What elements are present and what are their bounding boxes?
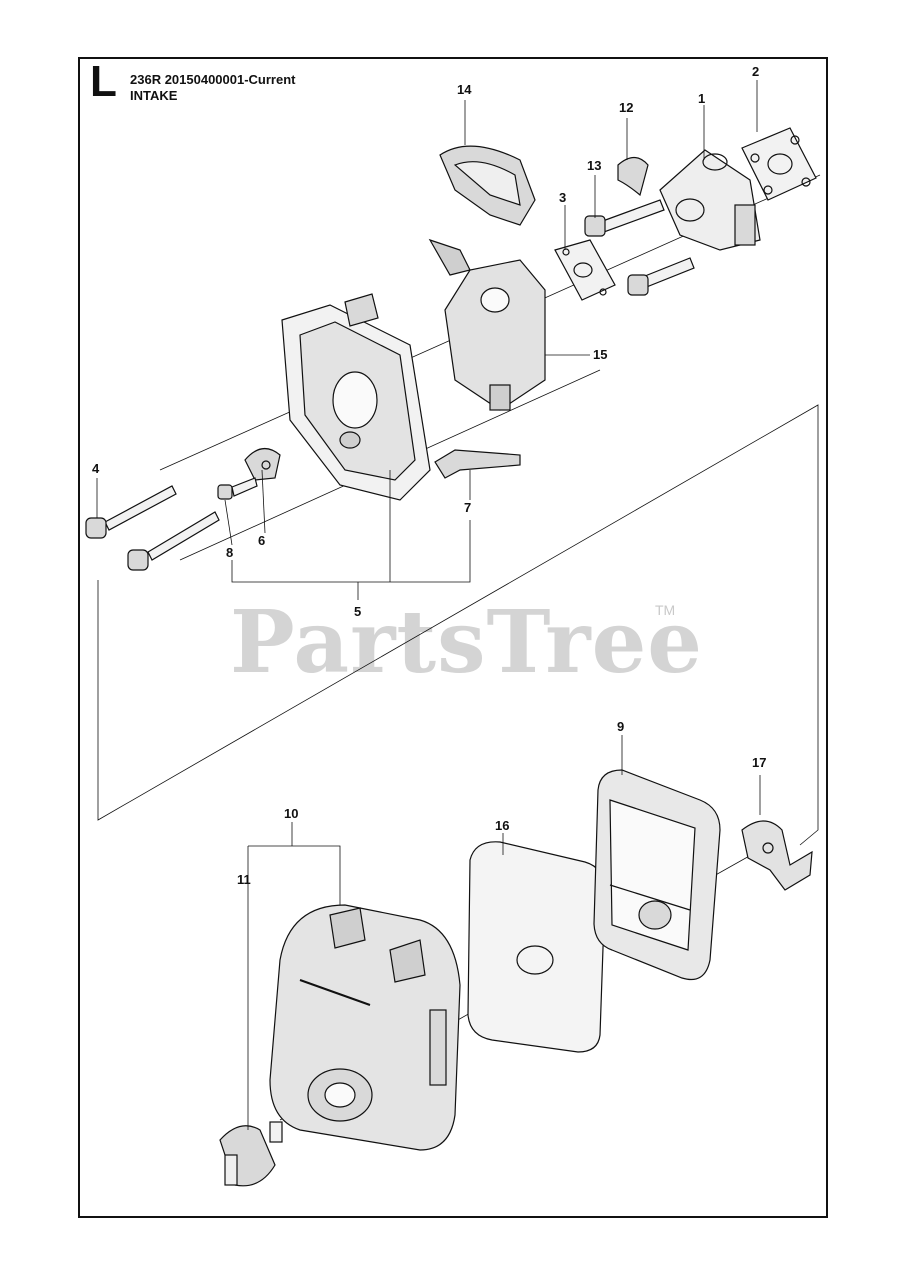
- reference-outline: [97, 404, 819, 846]
- callout-7: 7: [464, 500, 472, 515]
- callout-11: 11: [237, 872, 251, 887]
- filter-cover-part-10: [269, 904, 461, 1151]
- leader-lines: [96, 80, 761, 1130]
- bracket-part-17: [741, 820, 813, 891]
- watermark-text: PartsTree: [230, 592, 704, 693]
- diagram-title: INTAKE: [130, 88, 178, 103]
- callout-13: 13: [587, 158, 602, 173]
- callout-3: 3: [559, 190, 567, 205]
- callout-15: 15: [593, 347, 608, 362]
- filter-element-part-16: [467, 841, 606, 1053]
- clip-part-12: [617, 156, 649, 197]
- filter-frame-part-9: [593, 769, 721, 981]
- filter-base-part-5: [281, 293, 431, 501]
- gasket-part-2: [741, 127, 817, 201]
- callout-9: 9: [617, 719, 625, 734]
- callout-4: 4: [92, 461, 100, 476]
- washer-part-6: [244, 448, 281, 481]
- callout-5: 5: [354, 604, 362, 619]
- lever-part-7: [434, 449, 521, 479]
- section-letter: L: [90, 57, 117, 106]
- watermark-trademark: TM: [655, 602, 676, 618]
- carburetor-part-15: [428, 238, 546, 411]
- callout-1: 1: [698, 91, 706, 106]
- gasket-part-3: [554, 239, 616, 301]
- callout-6: 6: [258, 533, 266, 548]
- bolt-part-4: [85, 485, 220, 571]
- screw-part-13: [584, 199, 695, 296]
- callout-17: 17: [752, 755, 767, 770]
- callout-14: 14: [457, 82, 472, 97]
- screw-part-8: [217, 477, 258, 500]
- cover-part-14: [439, 145, 536, 226]
- callout-16: 16: [495, 818, 510, 833]
- callout-2: 2: [752, 64, 760, 79]
- diagram-frame: [78, 57, 828, 1218]
- knob-part-11: [219, 1121, 283, 1187]
- intake-flange-part-1: [659, 149, 761, 251]
- callout-12: 12: [619, 100, 634, 115]
- callout-10: 10: [284, 806, 299, 821]
- model-label: 236R 20150400001-Current: [130, 72, 296, 87]
- callout-8: 8: [226, 545, 234, 560]
